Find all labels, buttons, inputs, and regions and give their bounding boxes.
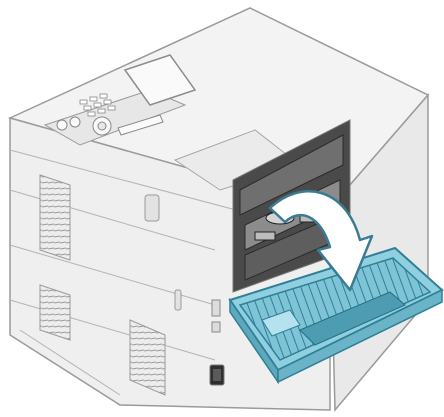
power-socket-icon — [210, 365, 224, 385]
usb-port-icon — [212, 300, 220, 332]
front-vent-lower — [40, 285, 70, 340]
side-lever — [145, 195, 159, 221]
front-vent-upper — [40, 175, 70, 260]
front-handle — [175, 290, 181, 310]
